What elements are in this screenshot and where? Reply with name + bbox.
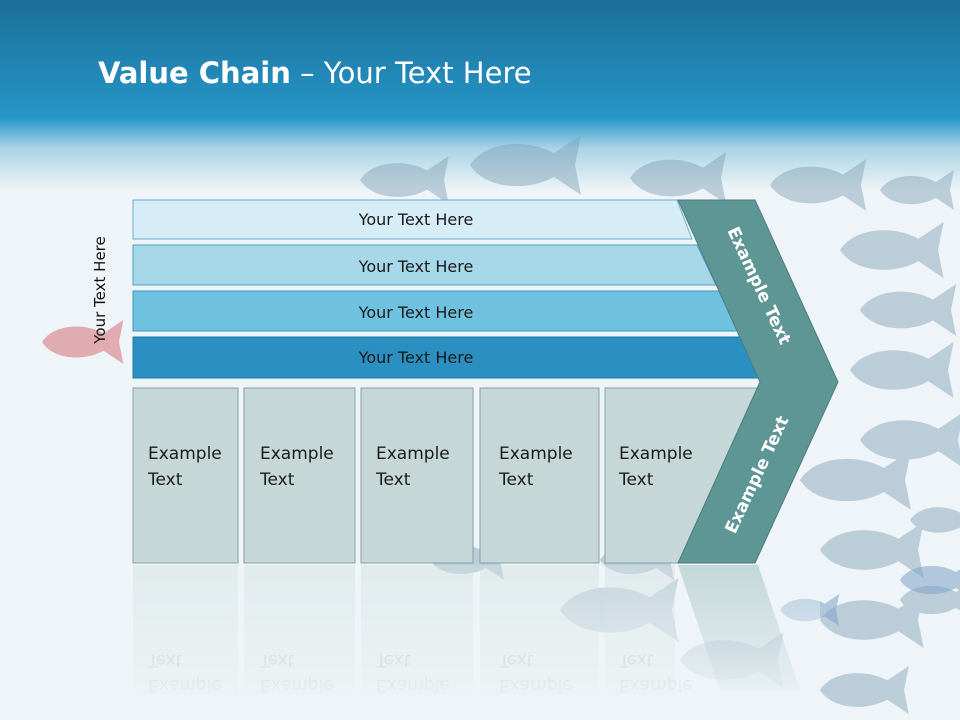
svg-text:Example: Example [376,444,450,464]
svg-text:Example: Example [260,444,334,464]
page-title-rest: – Your Text Here [290,56,532,90]
svg-text:Text: Text [498,470,534,490]
page-title-bold: Value Chain [98,56,291,90]
bar-4: Your Text Here [132,336,765,379]
bar-4-label: Your Text Here [358,348,474,367]
box-2-line2: Text [259,470,295,490]
box-2: Example Text [243,387,356,564]
box-1-line2: Text [147,470,183,490]
box-3-line1: Example [376,444,450,464]
bar-2-label: Your Text Here [358,257,474,276]
bar-3-label: Your Text Here [358,303,474,322]
svg-text:Text: Text [147,470,183,490]
svg-text:Text: Text [618,470,654,490]
box-5-line1: Example [619,444,693,464]
box-4-line2: Text [498,470,534,490]
box-4: Example Text [479,387,600,564]
bar-2: Your Text Here [132,244,717,286]
red-fish-icon [42,320,124,364]
box-1: Example Text [132,387,239,564]
svg-text:Example: Example [148,444,222,464]
box-4-line1: Example [499,444,573,464]
box-5-line2: Text [618,470,654,490]
reflection-fade [120,565,820,705]
box-1-line1: Example [148,444,222,464]
svg-text:Example: Example [619,444,693,464]
box-2-line1: Example [260,444,334,464]
box-3: Example Text [360,387,474,564]
bar-1: Your Text Here [132,199,693,240]
svg-text:Text: Text [259,470,295,490]
page-title: Value Chain – Your Text Here [98,56,532,90]
svg-text:Text: Text [375,470,411,490]
svg-text:Example: Example [499,444,573,464]
box-3-line2: Text [375,470,411,490]
bar-1-label: Your Text Here [358,210,474,229]
bar-3: Your Text Here [132,290,741,332]
side-label-text: Your Text Here [91,236,109,344]
